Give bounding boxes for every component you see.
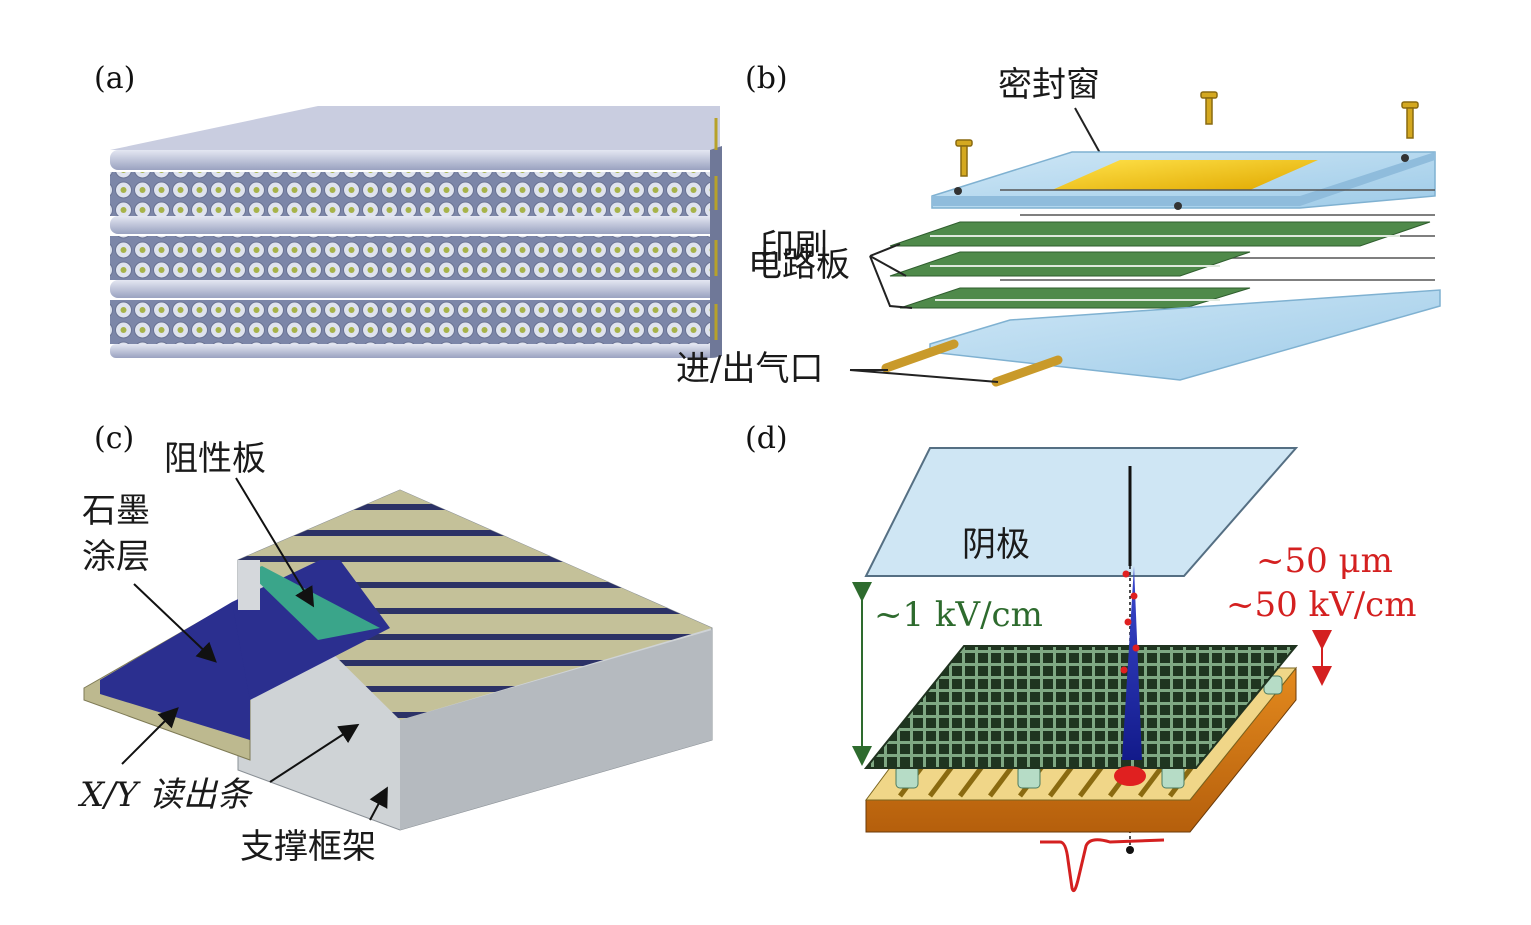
pcb-leaders xyxy=(869,243,913,309)
gas-tubes xyxy=(881,339,1063,387)
panel-d: (d) 阴极 xyxy=(745,421,1416,893)
graphite-coating xyxy=(100,602,250,740)
sealed-window-label: 密封窗 xyxy=(998,65,1100,105)
resistive-plate-label: 阻性板 xyxy=(164,439,266,479)
stacked-tube-modules xyxy=(110,106,722,358)
electron-avalanche xyxy=(1122,566,1142,760)
amp-gap-label: ~50 μm xyxy=(1256,541,1393,581)
panel-b: (b) 密封窗 xyxy=(676,61,1441,389)
panel-c: (c) 阻性板 石墨 涂层 X/Y 读出条 支撑框架 xyxy=(77,421,713,867)
graphite-label-line2: 涂层 xyxy=(82,537,150,577)
micromesh xyxy=(863,645,1299,769)
panel-b-label: (b) xyxy=(745,61,788,96)
pcb-label-line2: 电路板 xyxy=(748,245,850,285)
signal-pulse xyxy=(1040,838,1165,893)
gold-window xyxy=(1052,160,1318,190)
tube-layer-1 xyxy=(110,172,710,216)
top-slab xyxy=(110,106,720,150)
graphite-label-line1: 石墨 xyxy=(82,491,150,531)
support-frame-label: 支撑框架 xyxy=(240,827,376,867)
cathode-label: 阴极 xyxy=(962,525,1030,565)
tube-layer-2 xyxy=(110,236,710,280)
gas-port-label: 进/出气口 xyxy=(676,349,823,389)
sealed-window xyxy=(931,151,1436,210)
panel-a-label: (a) xyxy=(94,61,135,96)
pcb-layers xyxy=(889,221,1431,309)
drift-field-label: ~1 kV/cm xyxy=(874,595,1043,635)
readout-strips-grid xyxy=(238,490,712,720)
ion-cloud xyxy=(1114,766,1146,786)
support-frame xyxy=(237,489,713,831)
cathode-plane xyxy=(864,447,1299,577)
tube-layer-3 xyxy=(110,300,710,344)
pcb-label-line1: 印刷 xyxy=(760,227,828,267)
gas-leaders xyxy=(849,369,999,383)
panel-c-label: (c) xyxy=(94,421,134,456)
readout-strip-label: X/Y 读出条 xyxy=(77,775,254,815)
amp-field-label: ~50 kV/cm xyxy=(1226,585,1416,625)
panel-a: (a) xyxy=(94,61,722,358)
panel-d-label: (d) xyxy=(745,421,788,456)
